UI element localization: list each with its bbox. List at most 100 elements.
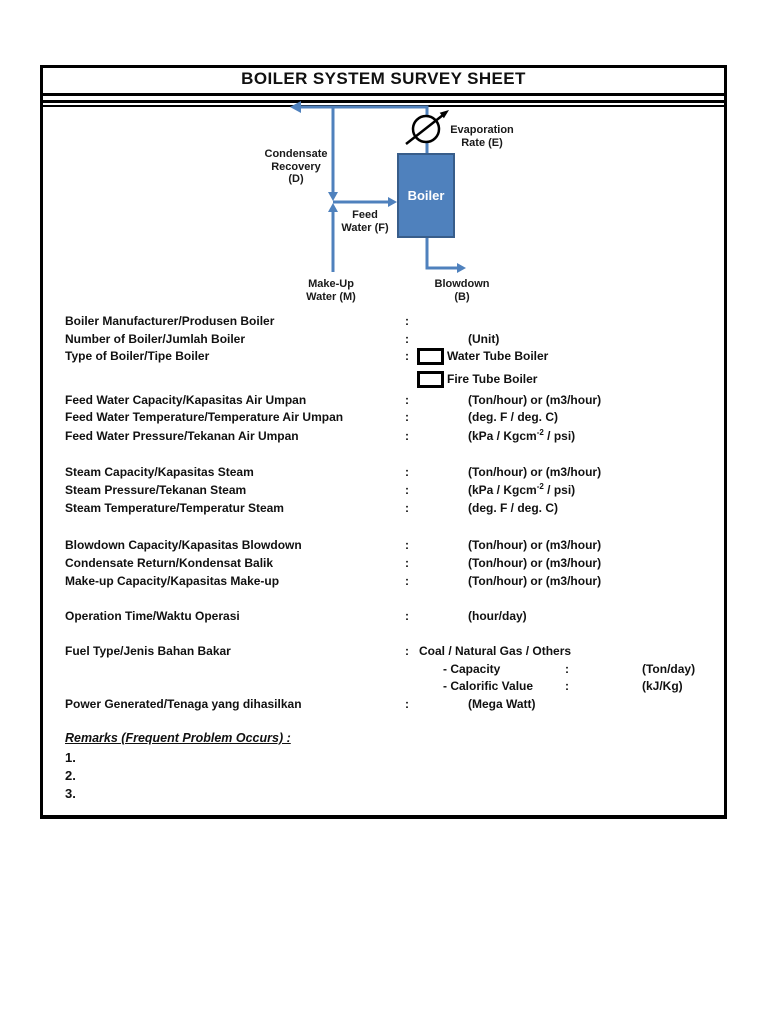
label-line: Feed [352, 209, 378, 221]
field-label: Steam Temperature/Temperatur Steam [65, 501, 284, 515]
form-row-steam-pressure: Steam Pressure/Tekanan Steam : (kPa / Kg… [65, 482, 713, 498]
form-row-operation-time: Operation Time/Waktu Operasi : (hour/day… [65, 609, 713, 623]
form-row-feed-temperature: Feed Water Temperature/Temperature Air U… [65, 410, 713, 424]
field-value: Coal / Natural Gas / Others [419, 644, 572, 658]
field-unit: (Ton/hour) or (m3/hour) [468, 574, 602, 588]
field-colon: : [565, 679, 569, 693]
field-colon: : [405, 644, 409, 658]
unit-text: / psi) [543, 429, 576, 443]
remarks-heading: Remarks (Frequent Problem Occurs) : [65, 731, 291, 745]
field-colon: : [405, 697, 409, 711]
survey-sheet-frame [40, 65, 727, 819]
unit-text: (kPa / Kgcm [468, 429, 537, 443]
label-line: Evaporation [450, 124, 514, 136]
field-label: Make-up Capacity/Kapasitas Make-up [65, 574, 280, 588]
remarks-item: 1. [65, 750, 76, 765]
field-colon: : [405, 410, 409, 424]
form-row-power-generated: Power Generated/Tenaga yang dihasilkan :… [65, 697, 713, 711]
form-row-boiler-type: Type of Boiler/Tipe Boiler : Water Tube … [65, 348, 713, 365]
form-row-boiler-type-2: Fire Tube Boiler [65, 371, 713, 388]
unit-superscript: -2 [536, 428, 544, 437]
field-label: Power Generated/Tenaga yang dihasilkan [65, 697, 302, 711]
remarks-item: 3. [65, 786, 76, 801]
field-label: Steam Capacity/Kapasitas Steam [65, 465, 254, 479]
form-row-makeup-capacity: Make-up Capacity/Kapasitas Make-up : (To… [65, 574, 713, 588]
label-line: (D) [288, 173, 304, 185]
unit-text: (kPa / Kgcm [468, 483, 537, 497]
checkbox-label: Water Tube Boiler [447, 349, 549, 363]
field-unit: (kPa / Kgcm-2 / psi) [468, 482, 713, 498]
field-colon: : [405, 538, 409, 552]
field-label: Blowdown Capacity/Kapasitas Blowdown [65, 538, 302, 552]
field-colon: : [405, 465, 409, 479]
field-colon: : [405, 556, 409, 570]
field-unit: (kJ/Kg) [642, 679, 683, 693]
field-unit: (Unit) [468, 332, 500, 346]
field-unit: (Ton/day) [642, 662, 696, 676]
field-colon: : [405, 429, 409, 443]
field-label: Steam Pressure/Tekanan Steam [65, 483, 247, 497]
form-row-steam-capacity: Steam Capacity/Kapasitas Steam : (Ton/ho… [65, 465, 713, 479]
field-colon: : [405, 609, 409, 623]
boiler-box: Boiler [397, 153, 455, 238]
form-subrow-fuel-capacity: - Capacity : (Ton/day) [443, 662, 713, 676]
field-unit: (kPa / Kgcm-2 / psi) [468, 428, 713, 444]
label-line: Water (F) [341, 221, 389, 234]
label-line: Water (M) [306, 290, 356, 303]
form-row-manufacturer: Boiler Manufacturer/Produsen Boiler : [65, 314, 713, 328]
field-label: Feed Water Capacity/Kapasitas Air Umpan [65, 393, 307, 407]
title-divider [40, 93, 727, 96]
form-row-feed-capacity: Feed Water Capacity/Kapasitas Air Umpan … [65, 393, 713, 407]
unit-text: / psi) [543, 483, 576, 497]
label-line: Blowdown [434, 278, 490, 290]
field-label: Fuel Type/Jenis Bahan Bakar [65, 644, 231, 658]
form-row-blowdown-capacity: Blowdown Capacity/Kapasitas Blowdown : (… [65, 538, 713, 552]
field-colon: : [565, 662, 569, 676]
field-label: - Calorific Value [443, 679, 534, 693]
makeup-water-label: Make-Up Water (M) [296, 278, 366, 303]
label-line: Recovery [271, 160, 321, 173]
checkbox-label: Fire Tube Boiler [447, 372, 538, 386]
condensate-recovery-label: Condensate Recovery (D) [254, 148, 338, 186]
label-line: Make-Up [308, 278, 354, 290]
form-row-steam-temperature: Steam Temperature/Temperatur Steam : (de… [65, 501, 713, 515]
field-label: - Capacity [443, 662, 501, 676]
remarks-item: 2. [65, 768, 76, 783]
field-colon: : [405, 574, 409, 588]
field-unit: (deg. F / deg. C) [468, 410, 558, 424]
form-row-fuel-type: Fuel Type/Jenis Bahan Bakar : Coal / Nat… [65, 644, 713, 658]
field-unit: (deg. F / deg. C) [468, 501, 558, 515]
form-row-feed-pressure: Feed Water Pressure/Tekanan Air Umpan : … [65, 428, 713, 444]
unit-superscript: -2 [536, 482, 544, 491]
form-row-number-of-boiler: Number of Boiler/Jumlah Boiler : (Unit) [65, 332, 713, 346]
field-colon: : [405, 393, 409, 407]
field-label: Operation Time/Waktu Operasi [65, 609, 240, 623]
field-unit: (Mega Watt) [468, 697, 536, 711]
label-line: Rate (E) [461, 136, 503, 149]
field-unit: (Ton/hour) or (m3/hour) [468, 465, 602, 479]
feed-water-label: Feed Water (F) [330, 209, 400, 234]
field-unit: (Ton/hour) or (m3/hour) [468, 556, 602, 570]
field-colon: : [405, 501, 409, 515]
fire-tube-checkbox[interactable] [417, 371, 444, 388]
water-tube-checkbox[interactable] [417, 348, 444, 365]
double-rule-bottom [40, 105, 727, 107]
label-line: Condensate [264, 148, 328, 160]
field-unit: (Ton/hour) or (m3/hour) [468, 538, 602, 552]
field-label: Boiler Manufacturer/Produsen Boiler [65, 314, 275, 328]
evaporation-rate-label: Evaporation Rate (E) [440, 124, 524, 149]
form-row-condensate-return: Condensate Return/Kondensat Balik : (Ton… [65, 556, 713, 570]
sheet-title: BOILER SYSTEM SURVEY SHEET [241, 69, 526, 88]
field-label: Number of Boiler/Jumlah Boiler [65, 332, 246, 346]
field-colon: : [405, 483, 409, 497]
field-unit: (hour/day) [468, 609, 527, 623]
form-subrow-calorific-value: - Calorific Value : (kJ/Kg) [443, 679, 713, 693]
blowdown-label: Blowdown (B) [427, 278, 497, 303]
field-label: Type of Boiler/Tipe Boiler [65, 349, 210, 363]
field-label: Condensate Return/Kondensat Balik [65, 556, 274, 570]
field-colon: : [405, 349, 409, 363]
field-label: Feed Water Temperature/Temperature Air U… [65, 410, 344, 424]
field-colon: : [405, 332, 409, 346]
label-line: (B) [454, 290, 470, 303]
